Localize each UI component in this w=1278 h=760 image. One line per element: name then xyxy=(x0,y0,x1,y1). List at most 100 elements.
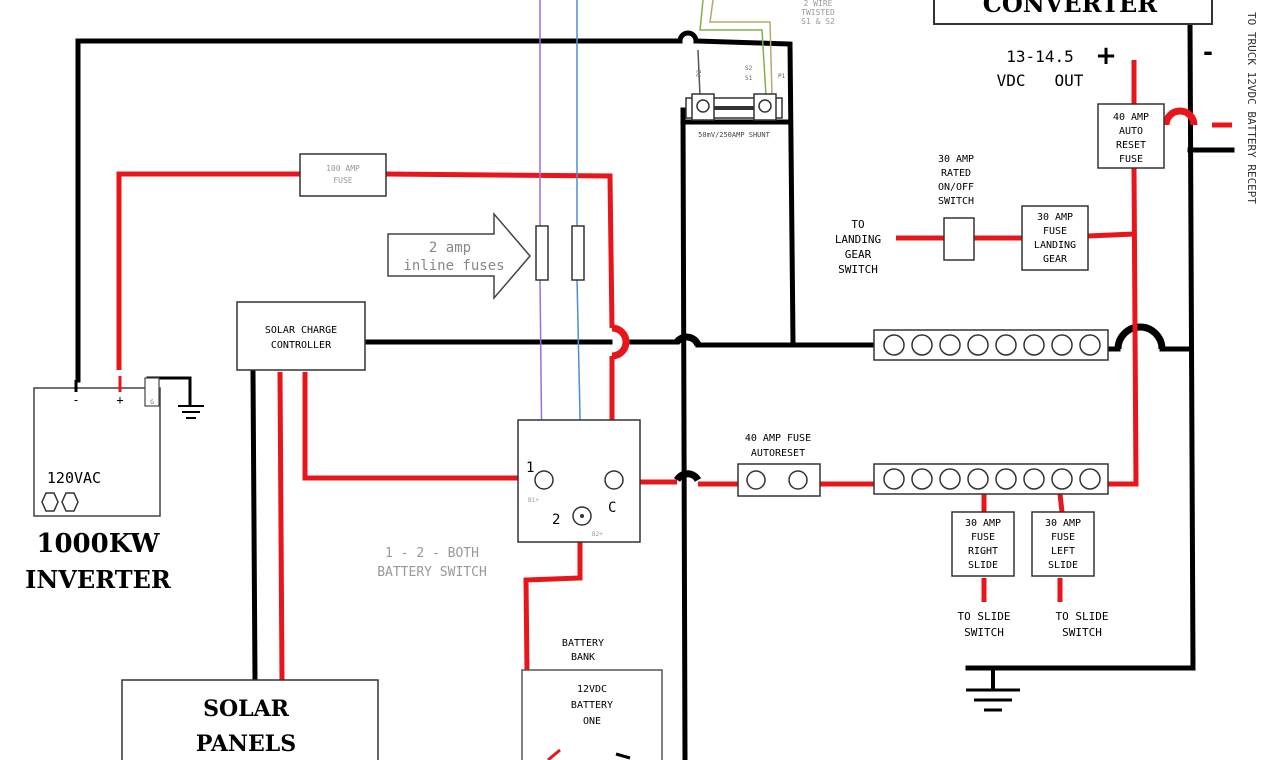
solar-panels-line1: SOLAR xyxy=(203,696,290,722)
landing-fuse-line4: GEAR xyxy=(1043,254,1068,265)
inverter-terminal-pos: + xyxy=(116,393,123,407)
switch-posC: C xyxy=(608,500,616,516)
pos-bus-terminal xyxy=(967,468,989,490)
neg-bus-terminal xyxy=(967,334,989,356)
inverter-name-line2: INVERTER xyxy=(25,565,172,594)
wire-top-to-shunt xyxy=(693,38,796,345)
fuse-40a-line2: AUTORESET xyxy=(751,448,805,459)
auto-reset-line3: RESET xyxy=(1116,140,1146,151)
pos-bus-terminal xyxy=(911,468,933,490)
inline-fuse-blue xyxy=(571,225,585,281)
solar-panels-box xyxy=(121,679,379,760)
inline-fuse-line1: 2 amp xyxy=(429,240,471,256)
pos-bus-terminal xyxy=(939,468,961,490)
converter-minus: - xyxy=(1203,38,1213,66)
right-slide-line3: RIGHT xyxy=(968,546,998,557)
switch-sub2: B2+ xyxy=(592,531,603,538)
neg-bus-terminal xyxy=(1023,334,1045,356)
wire-converter-neg xyxy=(965,19,1196,671)
inline-fuse-line2: inline fuses xyxy=(403,258,504,274)
shunt-pin-p2: P2 xyxy=(696,69,703,77)
wire-top-ground-hop xyxy=(677,30,699,44)
onoff-line1: 30 AMP xyxy=(938,154,974,165)
switch-terminal-c xyxy=(604,470,624,490)
controller-line2: CONTROLLER xyxy=(271,340,332,351)
left-slide-line1: 30 AMP xyxy=(1045,518,1081,529)
slide-switch-labels: TO SLIDE SWITCH TO SLIDE SWITCH xyxy=(958,610,1109,639)
truck-note: TO TRUCK 12VDC BATTERY RECEPT xyxy=(1245,12,1258,204)
shunt-pin-p1: P1 xyxy=(778,73,786,80)
shunt-label: 50mV/250AMP SHUNT xyxy=(698,131,770,139)
landing-fuse-line1: 30 AMP xyxy=(1037,212,1073,223)
fuse-40a-line1: 40 AMP FUSE xyxy=(745,433,811,444)
ground-symbol-main xyxy=(966,688,1020,712)
shunt-pin-s1: S1 xyxy=(745,75,753,82)
battery-bank-title-1: BATTERY xyxy=(562,638,604,649)
onoff-line2: RATED xyxy=(941,168,971,179)
landing-gear-label: TO LANDING GEAR SWITCH xyxy=(835,218,881,276)
pos-bus-body xyxy=(873,463,1109,495)
battery-arrow-left xyxy=(547,748,561,760)
converter-label: CONVERTER xyxy=(983,0,1159,18)
auto-reset-fuse-box xyxy=(1097,103,1165,169)
black-hops xyxy=(673,323,1166,483)
battery-inner-2: BATTERY xyxy=(571,700,613,711)
pos-bus-terminal xyxy=(1051,468,1073,490)
negative-bus-bar xyxy=(873,329,1109,361)
inverter: - + G 120VAC 1000KW INVERTER xyxy=(25,376,172,594)
onoff-line4: SWITCH xyxy=(938,196,974,207)
wire-left-slide xyxy=(1057,493,1065,513)
thin-wires xyxy=(539,0,773,509)
twisted-line-1: 2 WIRE xyxy=(804,0,833,8)
hop-fuse-line xyxy=(673,470,702,483)
outlet-right xyxy=(61,492,79,512)
hop-red-bus xyxy=(611,324,630,360)
right-slide-line2: FUSE xyxy=(971,532,995,543)
left-slide-line2: FUSE xyxy=(1051,532,1075,543)
ground-symbol-inverter xyxy=(178,405,204,419)
pos-bus-terminal xyxy=(1079,468,1101,490)
twisted-line-3: S1 & S2 xyxy=(801,17,835,26)
red-hops xyxy=(611,107,1198,360)
fuse-40a-term-left xyxy=(746,470,766,490)
right-slide-line1: 30 AMP xyxy=(965,518,1001,529)
switch-terminal-2-dot xyxy=(580,514,584,518)
fuse-40a-term-right xyxy=(788,470,808,490)
auto-reset-line2: AUTO xyxy=(1119,126,1143,137)
hop-bus-right xyxy=(1114,323,1166,350)
shunt-right-bolt xyxy=(758,99,772,113)
inline-fuse-purple xyxy=(535,225,549,281)
wire-shunt-sense xyxy=(697,49,701,97)
wire-controller-to-switch1 xyxy=(302,372,535,481)
solar-charge-controller: SOLAR CHARGE CONTROLLER xyxy=(236,301,366,371)
fuse-100a-line1: 100 AMP xyxy=(326,164,360,173)
auto-reset-fuse: 40 AMP AUTO RESET FUSE xyxy=(1097,103,1165,169)
hop-bus-1 xyxy=(674,333,702,347)
battery-bank-title-2: BANK xyxy=(571,652,595,663)
landing-fuse-line3: LANDING xyxy=(1034,240,1076,251)
left-slide-fuse: 30 AMP FUSE LEFT SLIDE xyxy=(1031,511,1095,577)
onoff-line3: ON/OFF xyxy=(938,182,974,193)
neg-bus-body xyxy=(873,329,1109,361)
switch-label-line2: BATTERY SWITCH xyxy=(377,565,487,580)
positive-bus-bar xyxy=(873,463,1109,495)
hop-red-converter xyxy=(1162,107,1198,126)
controller-box xyxy=(236,301,366,371)
battery-inner-3: ONE xyxy=(583,716,601,727)
wire-inverter-gnd xyxy=(146,376,192,407)
switch-terminal-1 xyxy=(534,470,554,490)
inline-fuse-arrow: 2 amp inline fuses xyxy=(387,211,531,301)
switch-pos2: 2 xyxy=(552,512,560,528)
wire-green-2 xyxy=(709,0,773,97)
converter-box xyxy=(933,0,1213,25)
switch-label-line1: 1 - 2 - BOTH xyxy=(385,546,479,561)
shunt-pin-s2: S2 xyxy=(745,65,753,72)
fuse-100a: 100 AMP FUSE xyxy=(299,153,387,197)
left-slide-line4: SLIDE xyxy=(1048,560,1078,571)
pos-bus-terminal xyxy=(995,468,1017,490)
wire-solar-neg xyxy=(250,369,258,683)
battery-arrow-right xyxy=(615,752,631,760)
wire-inverter-pos xyxy=(116,171,300,370)
battery-bank: BATTERY BANK 12VDC BATTERY ONE xyxy=(521,638,663,760)
